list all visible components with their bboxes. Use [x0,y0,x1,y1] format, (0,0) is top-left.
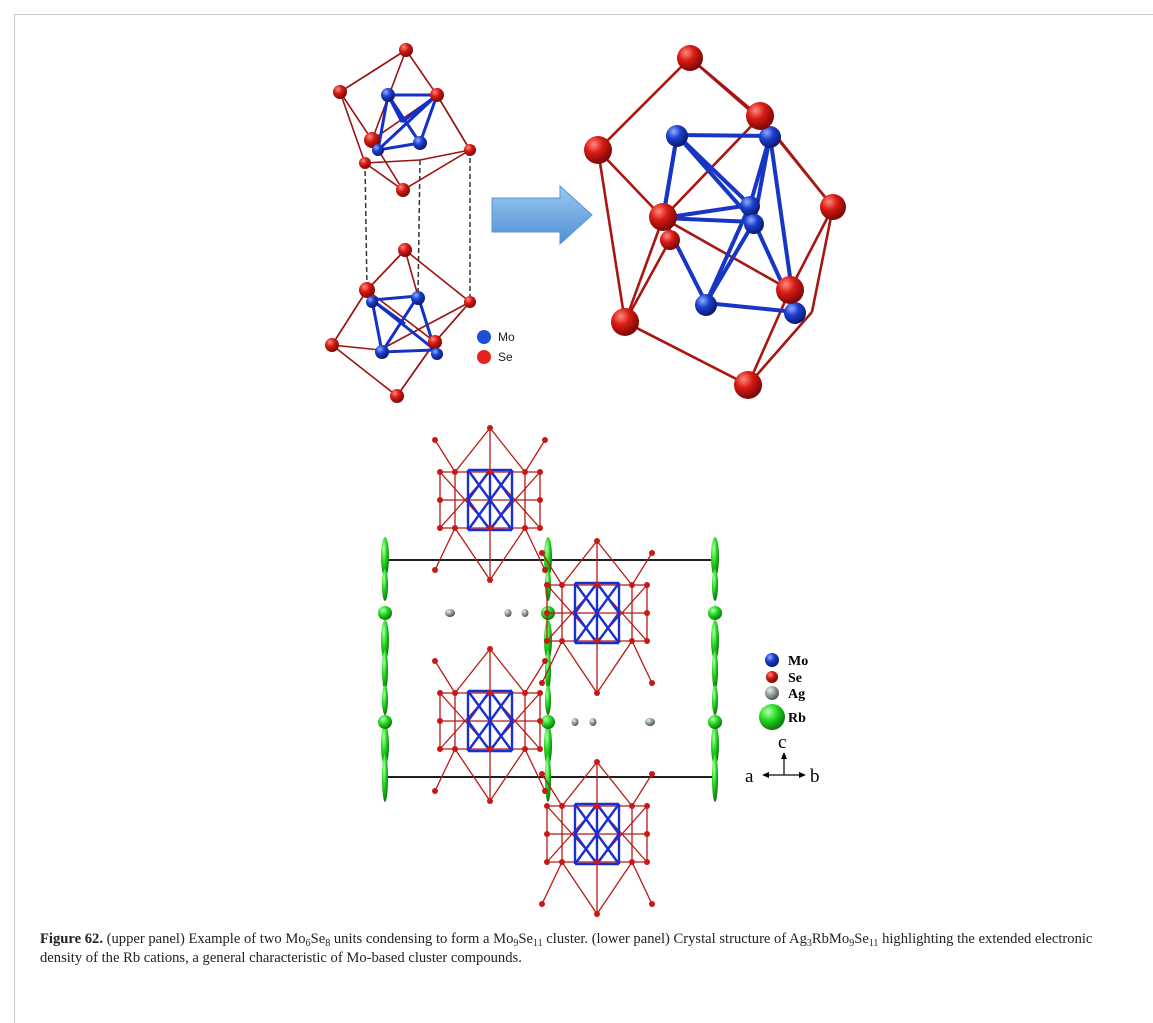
caption-sub: 3 [806,938,812,949]
legend-mo-marker [477,330,491,344]
condensation-arrow [491,184,593,246]
legend-ag-marker-lower [765,686,779,700]
axes-indicator [762,752,806,778]
axis-c-label: c [778,732,786,753]
axis-b-label: b [810,766,820,787]
axis-a-label: a [745,766,754,787]
caption-sub: 11 [533,938,543,949]
frame-left-border [14,14,15,1023]
cluster-se-framework [596,57,835,387]
legend-se-marker [477,350,491,364]
caption-part-1: (upper panel) Example of two Mo [102,931,306,947]
legend-se-label: Se [498,350,513,364]
caption-part: Se [854,931,869,947]
caption-label: Figure 62. [40,931,103,947]
dashed-links [364,150,471,302]
legend-se-label-lower: Se [788,671,802,686]
legend-rb-label-lower: Rb [788,711,806,726]
frame-top-border [14,14,1153,15]
caption-part-4: highlighting the extended electronic den… [40,931,1093,966]
cluster-mo-framework [661,133,797,314]
legend-mo-marker-lower [765,653,779,667]
mo9se11-cluster-unit-1 [432,425,548,583]
legend-rb-marker-lower [759,704,785,730]
upper-unit-mo-octahedron [376,93,440,152]
legend-ag-label-lower: Ag [788,687,805,702]
upper-unit-atoms [333,43,476,197]
mo9se11-cluster [584,45,846,399]
caption-part: Se [518,931,534,947]
lower-legend: Mo Se Ag Rb [759,653,808,730]
mo9se11-cluster-unit-2 [537,536,657,698]
crystal-structure [378,425,722,919]
ag-atoms [445,609,655,726]
caption-sub: 9 [849,938,855,949]
caption-sub: 6 [305,938,311,949]
figure-graphic: Mo Se [325,43,846,919]
legend-se-marker-lower [766,671,778,683]
unit-cell [387,559,717,778]
caption-sub: 9 [513,938,519,949]
caption-sub: 8 [325,938,331,949]
cluster-atoms [584,45,846,399]
lower-unit-atoms [325,243,476,403]
caption-part: Se [310,931,326,947]
upper-legend: Mo Se [477,330,515,364]
mo9se11-cluster-unit-4 [537,757,657,919]
figure-caption: Figure 62. (upper panel) Example of two … [40,930,1125,968]
mo6se8-units [325,43,476,403]
caption-part-2: units condensing to form a Mo [330,931,514,947]
caption-sub: 11 [868,938,879,949]
lower-unit-mo-octahedron [370,294,438,354]
caption-part: RbMo [811,931,850,947]
caption-part-3: cluster. (lower panel) Crystal structure… [542,931,807,947]
rb-columns [378,537,722,802]
legend-mo-label: Mo [498,330,515,344]
mo9se11-cluster-unit-3 [430,644,550,806]
legend-mo-label-lower: Mo [788,654,808,669]
